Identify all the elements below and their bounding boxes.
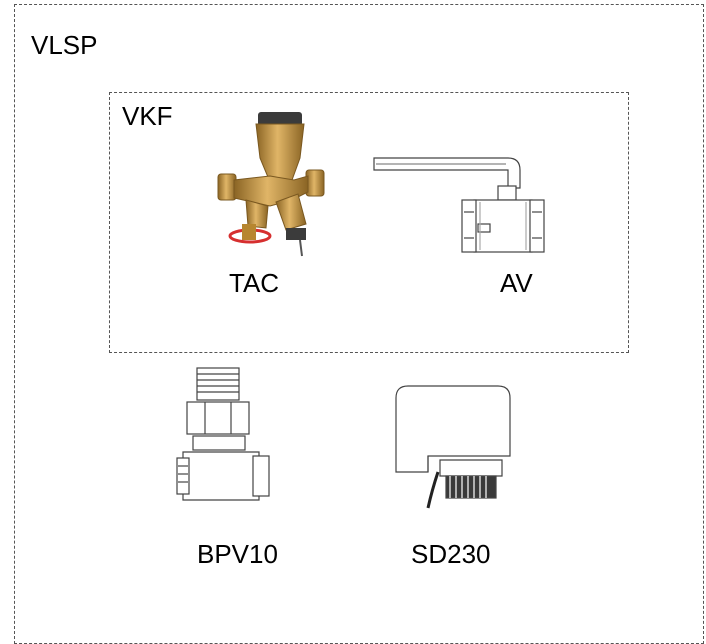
- bpv10-label: BPV10: [197, 539, 278, 569]
- tac-label: TAC: [229, 268, 280, 298]
- vkf-group-border: [109, 92, 629, 353]
- bpv10-valve-image: [176, 367, 270, 501]
- av-label: AV: [500, 268, 533, 298]
- vkf-group-label: VKF: [122, 101, 173, 131]
- vlsp-group-label: VLSP: [31, 30, 98, 60]
- tac-valve-image: [217, 112, 325, 257]
- sd230-actuator-image: [395, 385, 511, 509]
- av-valve-image: [373, 157, 545, 253]
- sd230-label: SD230: [411, 539, 491, 569]
